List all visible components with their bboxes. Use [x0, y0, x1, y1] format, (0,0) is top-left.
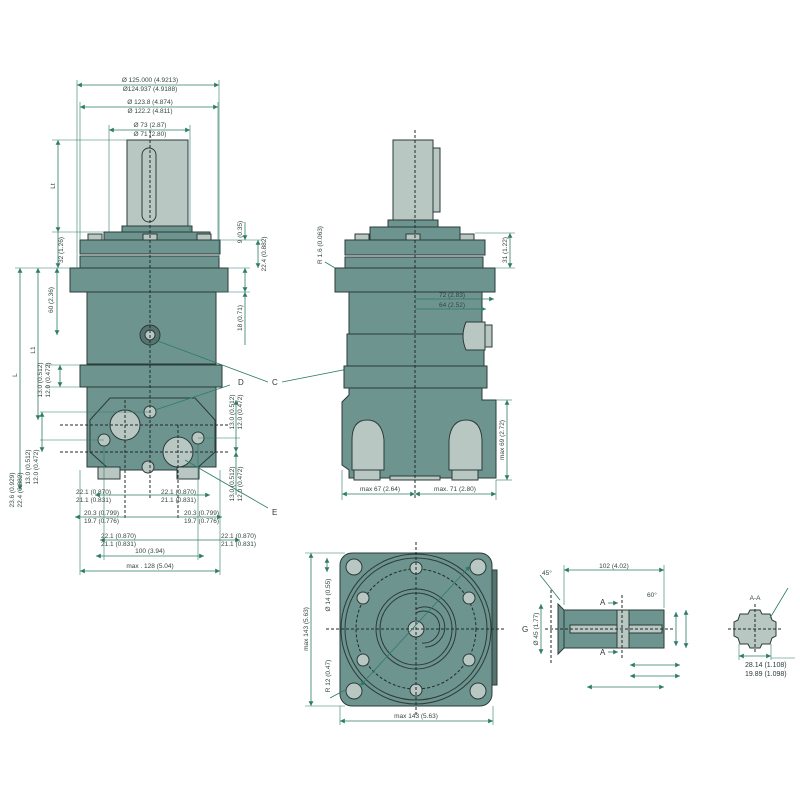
dim-text: R 12 (0.47) [325, 660, 332, 693]
shaft [392, 139, 434, 221]
front-view [60, 130, 230, 520]
dim-text: 13.0 (0.512) [229, 394, 236, 429]
dim-text: Ø 73 (2.87) [134, 122, 167, 129]
dim-text: max . 128 (5.04) [126, 563, 173, 570]
dim-text: 20.3 (0.799) [84, 510, 119, 517]
shaft-key [432, 147, 441, 213]
bottom-view [326, 542, 506, 715]
dim-text: 19.7 (0.776) [84, 518, 119, 525]
keyway-slot [141, 147, 157, 223]
dim-text: 12.0 (0.472) [45, 362, 52, 397]
section-a-a: A-A 28.14 (1.108) 19.89 (1.098) [728, 587, 795, 678]
dim-text: 13.0 (0.512) [37, 362, 44, 397]
dim-text: Ø 71 (2.80) [134, 131, 167, 138]
dim-text: 45° [542, 569, 552, 577]
dim-text: 19.7 (0.776) [184, 518, 219, 525]
port-boss-right [448, 419, 483, 471]
housing-band [79, 364, 223, 388]
dim-text: 18 (0.71) [237, 305, 244, 331]
mounting-flange [69, 267, 229, 293]
dim-text: 21.1 (0.831) [76, 497, 111, 504]
label-c: C [272, 378, 278, 387]
dim-text: Ø 14 (0.55) [325, 579, 332, 612]
dim-text: 64 (2.52) [439, 302, 465, 309]
side-view [334, 130, 497, 500]
label-g: G [522, 625, 528, 634]
dim-text: 28.14 (1.108) [745, 662, 787, 669]
dim-text: Ø124.937 (4.9188) [123, 86, 178, 93]
section-mark: A [600, 648, 606, 657]
dim-text: 32 (1.26) [58, 237, 65, 263]
dim-text: Ø 123.8 (4.874) [127, 99, 173, 106]
dim-text: max. 71 (2.80) [434, 486, 476, 493]
shaft-detail: 45° 60° 102 (4.02) Ø 45 (1.77) G A A [522, 563, 689, 690]
dim-text: 12.0 (0.472) [237, 394, 244, 429]
label-e: E [272, 508, 277, 517]
dim-text: 23.6 (0.929) [9, 472, 16, 507]
shaft-collar [121, 225, 193, 233]
foot-left [97, 466, 121, 480]
dim-text: max 143 (5.63) [394, 713, 438, 720]
dim-text: 22.1 (0.870) [161, 489, 196, 496]
dim-text: 21.1 (0.831) [161, 497, 196, 504]
dim-text: Lt [50, 183, 57, 189]
dim-text: 60 (2.36) [48, 287, 55, 313]
dim-text: 60° [647, 591, 657, 599]
dim-text: 12.0 (0.472) [33, 449, 40, 484]
shaft [126, 139, 189, 227]
dim-text: 12.0 (0.472) [237, 466, 244, 501]
dim-text: 22.1 (0.870) [221, 533, 256, 540]
dim-text: 22.4 (0.882) [17, 472, 24, 507]
dim-text: max 143 (5.63) [303, 607, 310, 651]
dim-text: 31 (1.22) [502, 237, 509, 263]
label-d: D [238, 378, 244, 387]
dim-text: R 1.6 (0.063) [317, 226, 324, 264]
dim-text: 22.1 (0.870) [101, 533, 136, 540]
dim-text: Ø 45 (1.77) [533, 613, 540, 646]
foot-right [176, 466, 200, 480]
dim-text: max 67 (2.64) [360, 486, 400, 493]
dim-text: L [12, 373, 19, 377]
bottom-dimensions: max 143 (5.63) Ø 14 (0.55) R 12 (0.47) m… [303, 552, 494, 725]
side-dimensions: R 1.6 (0.063) 31 (1.22) 72 (2.83) 64 (2.… [317, 226, 515, 500]
dim-text: 22.4 (0.882) [261, 236, 268, 271]
dim-text: L1 [30, 346, 37, 354]
dim-text: 72 (2.83) [439, 292, 465, 299]
port-boss-left [351, 419, 385, 471]
front-dimensions: Ø 125.000 (4.9213) Ø124.937 (4.9188) Ø 1… [9, 77, 471, 575]
dim-text: 22.1 (0.870) [76, 489, 111, 496]
dim-text: 19.89 (1.098) [745, 671, 787, 678]
dim-text: max 69 (2.72) [499, 420, 506, 460]
dim-text: 100 (3.94) [135, 548, 165, 555]
dim-text: 21.1 (0.831) [101, 541, 136, 548]
dim-text: 9 (0.35) [237, 221, 244, 243]
dim-text: Ø 122.2 (4.811) [127, 108, 172, 115]
dim-text: 13.0 (0.512) [229, 466, 236, 501]
dim-text: 13.0 (0.512) [25, 449, 32, 484]
drain-fitting [462, 321, 486, 351]
dim-text: 21.1 (0.831) [221, 541, 256, 548]
section-title: A-A [750, 595, 762, 602]
dim-text: Ø 125.000 (4.9213) [122, 77, 178, 84]
section-mark: A [600, 598, 606, 607]
dim-text: 102 (4.02) [599, 563, 629, 570]
corner-bolts [345, 558, 487, 700]
dim-text: 20.3 (0.799) [184, 510, 219, 517]
